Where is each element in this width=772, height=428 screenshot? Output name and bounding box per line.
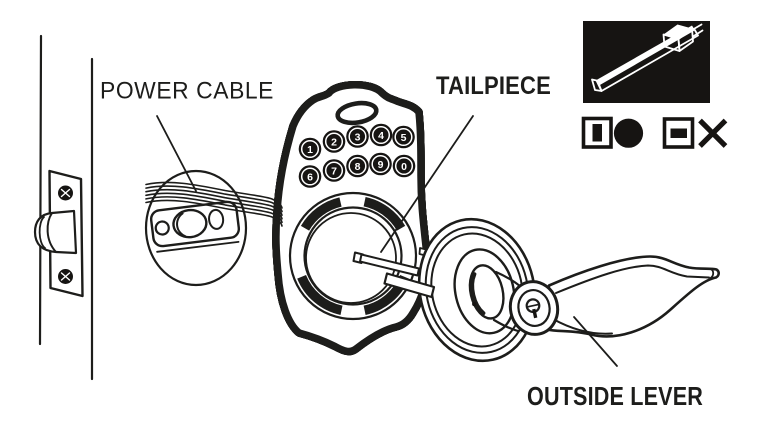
power-cable-label: POWER CABLE bbox=[100, 78, 274, 105]
tailpiece-horizontal-icon bbox=[662, 117, 695, 149]
tailpiece-vertical-icon bbox=[581, 116, 613, 149]
svg-text:5: 5 bbox=[401, 132, 407, 144]
correct-dot-icon bbox=[613, 118, 644, 148]
keypad-button: 2 bbox=[322, 130, 346, 153]
keypad-button: 5 bbox=[392, 125, 415, 149]
keypad-button: 6 bbox=[298, 165, 322, 188]
svg-text:2: 2 bbox=[331, 136, 337, 148]
keyhole-icon bbox=[525, 298, 541, 319]
door-edge bbox=[38, 34, 94, 381]
keypad-display-window bbox=[335, 100, 379, 126]
tailpiece-label: TAILPIECE bbox=[436, 72, 551, 100]
outside-lever-leader-line bbox=[573, 316, 618, 367]
svg-text:8: 8 bbox=[355, 161, 361, 173]
screw-icon bbox=[58, 269, 73, 284]
keypad-button: 1 bbox=[298, 137, 322, 161]
tailpiece-leader-line bbox=[380, 115, 474, 253]
keypad: 1 2 3 4 5 6 7 8 9 0 bbox=[298, 123, 416, 188]
latch-bolt bbox=[33, 209, 78, 255]
power-cable-ribbon bbox=[145, 181, 283, 227]
outside-lever bbox=[545, 255, 720, 338]
svg-text:7: 7 bbox=[331, 165, 337, 177]
latch-assembly bbox=[33, 169, 84, 298]
svg-text:9: 9 bbox=[378, 159, 384, 171]
cross-bore bbox=[144, 169, 248, 287]
power-cable-leader-line bbox=[156, 115, 197, 192]
svg-text:3: 3 bbox=[355, 131, 361, 143]
screw-icon bbox=[58, 185, 73, 201]
incorrect-cross-icon bbox=[698, 118, 728, 148]
keypad-button: 9 bbox=[369, 152, 392, 176]
lock-cylinder-face bbox=[508, 280, 560, 336]
tailpiece-inset-illustration bbox=[583, 21, 710, 103]
rose-hub bbox=[453, 248, 516, 335]
svg-text:0: 0 bbox=[401, 161, 407, 173]
tailpiece-rod bbox=[352, 251, 420, 277]
orientation-legend bbox=[581, 116, 728, 149]
keypad-button: 8 bbox=[346, 154, 369, 178]
spindle-bar bbox=[383, 272, 436, 299]
keypad-button: 3 bbox=[346, 125, 369, 148]
keypad-button: 0 bbox=[392, 154, 416, 178]
latch-case bbox=[149, 200, 241, 253]
tailpiece-bar-top-face bbox=[596, 25, 695, 85]
svg-text:6: 6 bbox=[307, 171, 313, 183]
keypad-button: 7 bbox=[322, 159, 346, 182]
tailpiece-bar-end-cap bbox=[591, 78, 603, 92]
outside-lever-label: OUTSIDE LEVER bbox=[527, 381, 703, 411]
svg-text:1: 1 bbox=[307, 144, 313, 156]
svg-text:4: 4 bbox=[378, 130, 384, 142]
keypad-button: 4 bbox=[369, 123, 393, 147]
tailpiece-collar bbox=[662, 23, 704, 52]
